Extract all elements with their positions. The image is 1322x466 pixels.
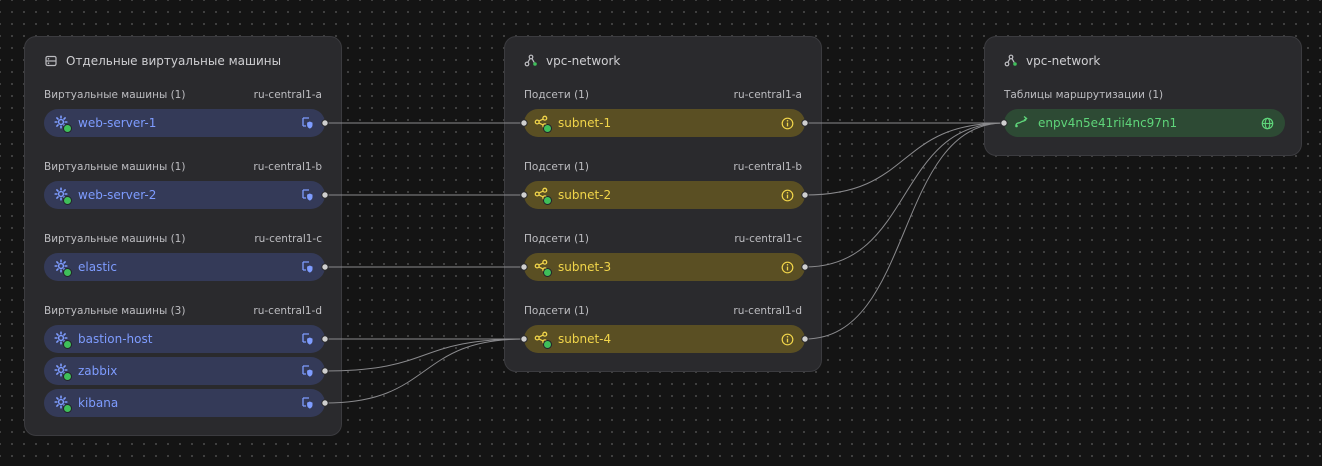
vm-gear-icon <box>54 187 72 205</box>
node-label: subnet-2 <box>558 188 612 202</box>
vm-group-count: Виртуальные машины (1) <box>44 89 186 101</box>
subnet-node-subnet-1[interactable]: subnet-1 <box>524 109 805 137</box>
node-label: kibana <box>78 396 119 410</box>
vm-group-label: Виртуальные машины (1) ru-central1-b <box>44 159 322 175</box>
subnet-group-zone: ru-central1-a <box>733 89 802 101</box>
subnet-group-label: Подсети (1) ru-central1-c <box>524 231 802 247</box>
status-dot <box>543 196 552 205</box>
subnet-node-subnet-4[interactable]: subnet-4 <box>524 325 805 353</box>
subnet-icon <box>534 187 552 205</box>
node-label: enpv4n5e41rii4nc97n1 <box>1038 116 1178 130</box>
vm-node-zabbix[interactable]: zabbix <box>44 357 325 385</box>
security-group-icon[interactable] <box>299 187 315 203</box>
node-label: web-server-1 <box>78 116 157 130</box>
edge-subnet-3-to-enpv4n5e41rii4nc97n1 <box>804 122 1005 268</box>
status-dot <box>543 124 552 133</box>
node-label: web-server-2 <box>78 188 157 202</box>
edge-subnet-2-to-enpv4n5e41rii4nc97n1 <box>804 122 1005 196</box>
network-icon <box>1004 54 1018 68</box>
vm-gear-icon <box>54 259 72 277</box>
info-icon[interactable] <box>779 115 795 131</box>
vm-group-count: Виртуальные машины (3) <box>44 305 186 317</box>
vm-group-count: Виртуальные машины (1) <box>44 233 186 245</box>
info-icon[interactable] <box>779 259 795 275</box>
status-dot <box>63 404 72 413</box>
subnet-group-count: Подсети (1) <box>524 89 589 101</box>
vm-gear-icon <box>54 115 72 133</box>
status-dot <box>63 268 72 277</box>
subnet-group-label: Подсети (1) ru-central1-d <box>524 303 802 319</box>
subnet-node-subnet-3[interactable]: subnet-3 <box>524 253 805 281</box>
subnet-icon <box>534 331 552 349</box>
subnet-node-subnet-2[interactable]: subnet-2 <box>524 181 805 209</box>
node-label: subnet-1 <box>558 116 612 130</box>
node-label: bastion-host <box>78 332 153 346</box>
vm-group-zone: ru-central1-c <box>254 233 322 245</box>
route-group-label: Таблицы маршрутизации (1) <box>1004 87 1282 103</box>
vm-group-zone: ru-central1-b <box>253 161 322 173</box>
security-group-icon[interactable] <box>299 331 315 347</box>
vm-node-bastion-host[interactable]: bastion-host <box>44 325 325 353</box>
edge-subnet-4-to-enpv4n5e41rii4nc97n1 <box>804 122 1005 340</box>
subnet-group-count: Подсети (1) <box>524 161 589 173</box>
security-group-icon[interactable] <box>299 395 315 411</box>
subnet-group-count: Подсети (1) <box>524 233 589 245</box>
globe-icon[interactable] <box>1259 115 1275 131</box>
status-dot <box>63 124 72 133</box>
edge-kibana-to-subnet-4 <box>324 338 525 404</box>
info-icon[interactable] <box>779 331 795 347</box>
vm-panel: Отдельные виртуальные машины Виртуальные… <box>24 36 342 436</box>
route-table-node[interactable]: enpv4n5e41rii4nc97n1 <box>1004 109 1285 137</box>
vm-group-zone: ru-central1-d <box>253 305 322 317</box>
status-dot <box>543 268 552 277</box>
status-dot <box>63 340 72 349</box>
vm-panel-title: Отдельные виртуальные машины <box>66 54 282 68</box>
vm-node-web-server-2[interactable]: web-server-2 <box>44 181 325 209</box>
vm-group-label: Виртуальные машины (3) ru-central1-d <box>44 303 322 319</box>
network-icon <box>524 54 538 68</box>
security-group-icon[interactable] <box>299 115 315 131</box>
subnet-panel-header: vpc-network <box>524 52 620 70</box>
node-label: subnet-3 <box>558 260 612 274</box>
vm-node-web-server-1[interactable]: web-server-1 <box>44 109 325 137</box>
vm-gear-icon <box>54 363 72 381</box>
route-table-icon <box>1014 115 1030 131</box>
node-label: subnet-4 <box>558 332 612 346</box>
status-dot <box>63 196 72 205</box>
subnet-panel: vpc-network Подсети (1) ru-central1-a su… <box>504 36 822 372</box>
subnet-group-label: Подсети (1) ru-central1-a <box>524 87 802 103</box>
node-label: elastic <box>78 260 117 274</box>
subnet-group-zone: ru-central1-b <box>733 161 802 173</box>
subnet-icon <box>534 259 552 277</box>
route-panel-title: vpc-network <box>1026 54 1101 68</box>
node-label: zabbix <box>78 364 118 378</box>
route-group-count: Таблицы маршрутизации (1) <box>1004 89 1164 101</box>
vm-group-count: Виртуальные машины (1) <box>44 161 186 173</box>
route-table-panel: vpc-network Таблицы маршрутизации (1) en… <box>984 36 1302 156</box>
vm-node-elastic[interactable]: elastic <box>44 253 325 281</box>
subnet-group-label: Подсети (1) ru-central1-b <box>524 159 802 175</box>
vm-group-zone: ru-central1-a <box>253 89 322 101</box>
route-panel-header: vpc-network <box>1004 52 1100 70</box>
vm-panel-header: Отдельные виртуальные машины <box>44 52 281 70</box>
vm-gear-icon <box>54 331 72 349</box>
server-list-icon <box>44 54 58 68</box>
info-icon[interactable] <box>779 187 795 203</box>
edge-zabbix-to-subnet-4 <box>324 338 525 372</box>
subnet-group-zone: ru-central1-d <box>733 305 802 317</box>
subnet-icon <box>534 115 552 133</box>
vm-group-label: Виртуальные машины (1) ru-central1-a <box>44 87 322 103</box>
vm-gear-icon <box>54 395 72 413</box>
security-group-icon[interactable] <box>299 363 315 379</box>
subnet-panel-title: vpc-network <box>546 54 621 68</box>
vm-node-kibana[interactable]: kibana <box>44 389 325 417</box>
security-group-icon[interactable] <box>299 259 315 275</box>
status-dot <box>543 340 552 349</box>
status-dot <box>63 372 72 381</box>
subnet-group-zone: ru-central1-c <box>734 233 802 245</box>
vm-group-label: Виртуальные машины (1) ru-central1-c <box>44 231 322 247</box>
subnet-group-count: Подсети (1) <box>524 305 589 317</box>
